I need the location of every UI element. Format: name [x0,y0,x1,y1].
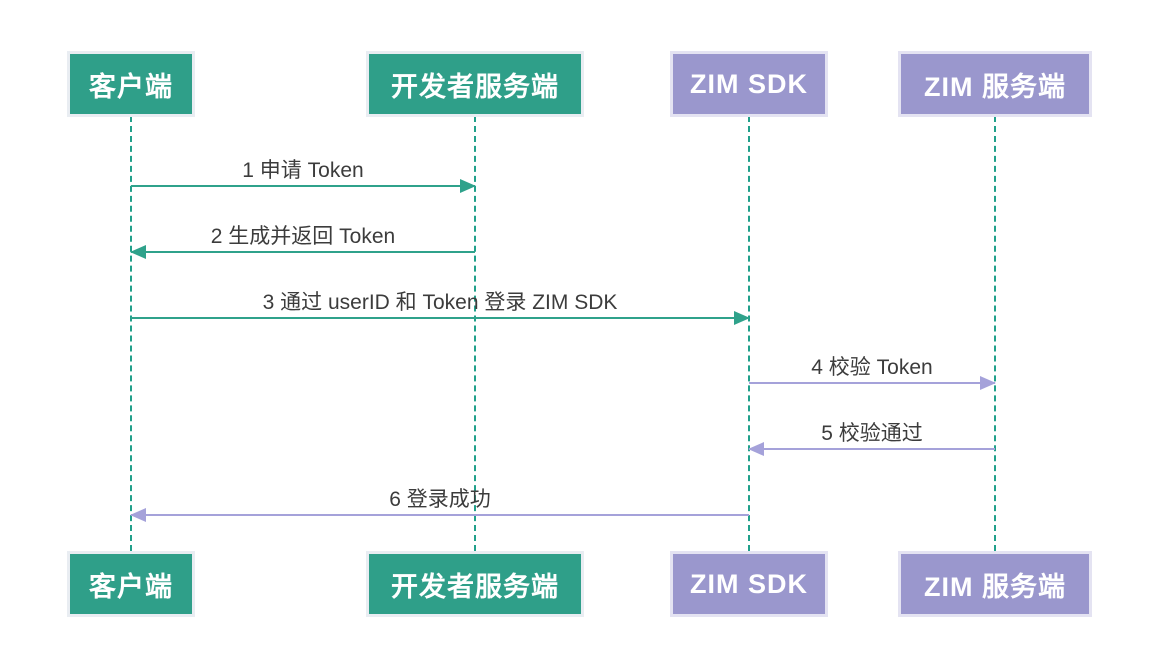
actor-zim-server-bottom: ZIM 服务端 [898,551,1092,617]
arrow-left-icon [130,245,146,259]
message-1-label: 1 申请 Token [242,159,364,182]
message-2-return-token: 2 生成并返回 Token [130,217,475,259]
actor-client-top: 客户端 [67,51,195,117]
arrow-right-icon [734,311,750,325]
lifeline-client [130,116,132,551]
message-2-line [131,251,475,253]
message-6-label: 6 登录成功 [389,488,491,511]
message-3-line [131,317,749,319]
actor-developer-server-bottom: 开发者服务端 [366,551,584,617]
message-6-login-success: 6 登录成功 [130,480,749,522]
actor-developer-server-top: 开发者服务端 [366,51,584,117]
message-3-label: 3 通过 userID 和 Token 登录 ZIM SDK [262,291,618,314]
message-4-verify-token: 4 校验 Token [749,348,996,390]
message-5-line [749,448,995,450]
message-4-line [749,382,995,384]
lifeline-zim-server [994,116,996,551]
lifeline-zim-sdk [748,116,750,551]
actor-zim-server-top: ZIM 服务端 [898,51,1092,117]
message-5-verify-passed: 5 校验通过 [748,414,995,456]
actor-zim-sdk-top: ZIM SDK [670,51,828,117]
message-1-line [131,185,475,187]
arrow-right-icon [460,179,476,193]
arrow-right-icon [980,376,996,390]
message-4-label: 4 校验 Token [811,356,933,379]
arrow-left-icon [130,508,146,522]
message-1-request-token: 1 申请 Token [131,151,476,193]
actor-zim-sdk-bottom: ZIM SDK [670,551,828,617]
lifeline-developer-server [474,116,476,551]
message-6-line [131,514,749,516]
message-5-label: 5 校验通过 [821,422,923,445]
message-2-label: 2 生成并返回 Token [210,225,396,248]
message-3-login-zim-sdk: 3 通过 userID 和 Token 登录 ZIM SDK [131,283,750,325]
arrow-left-icon [748,442,764,456]
actor-client-bottom: 客户端 [67,551,195,617]
